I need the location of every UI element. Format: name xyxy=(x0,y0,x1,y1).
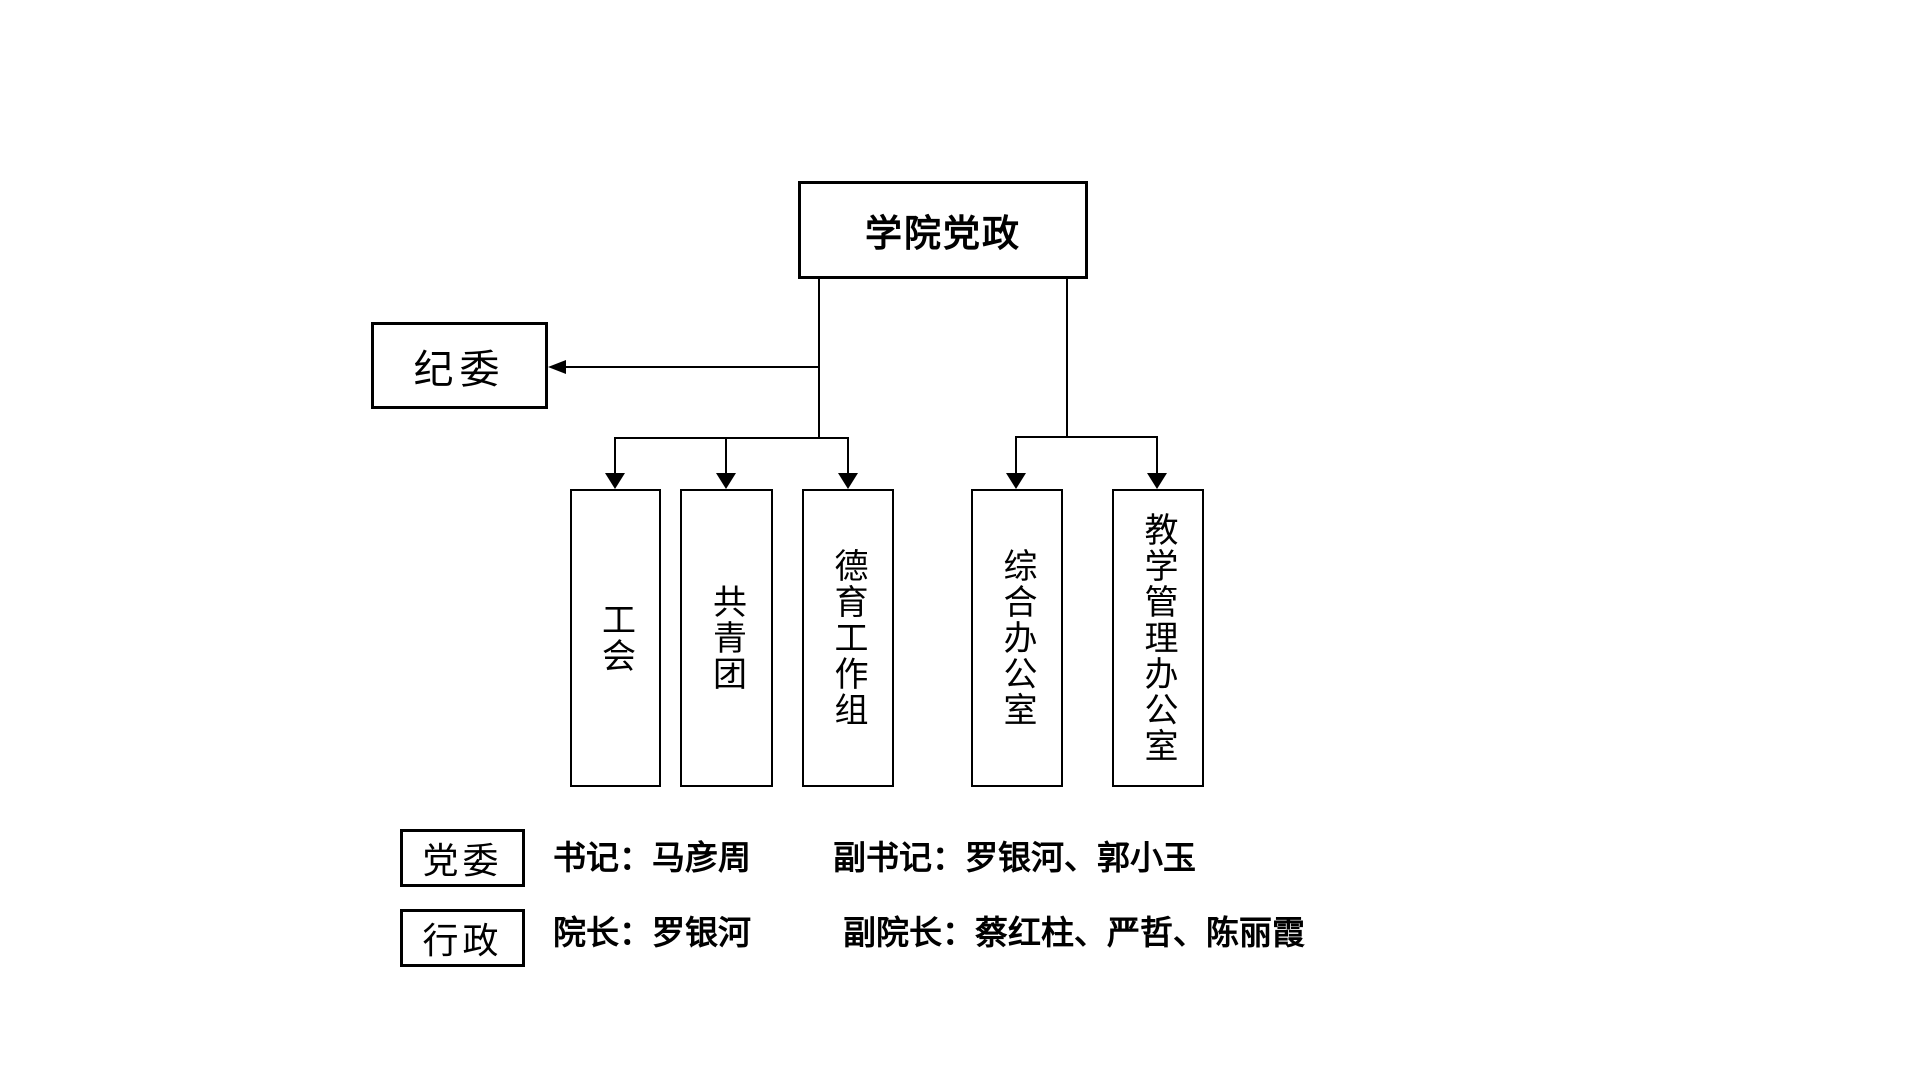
drop-line-5 xyxy=(1156,436,1158,473)
left-branch-connector-line xyxy=(614,437,849,439)
drop-line-1 xyxy=(614,437,616,473)
discipline-node-label: 纪委 xyxy=(413,347,506,392)
root-right-drop-line xyxy=(1066,278,1068,437)
dept-box-labor-union: 工会 xyxy=(570,489,661,787)
drop-line-3 xyxy=(847,437,849,473)
drop-line-2 xyxy=(725,437,727,473)
dept-box-moral-education-group: 德育工作组 xyxy=(802,489,894,787)
party-secretary-text: 书记：马彦周 xyxy=(553,841,751,877)
arrow-down-icon xyxy=(1147,473,1167,489)
root-node-label: 学院党政 xyxy=(865,213,1021,254)
dept-label: 工会 xyxy=(596,602,635,674)
dept-label: 共青团 xyxy=(707,584,746,692)
arrow-left-icon xyxy=(548,360,566,374)
arrow-down-icon xyxy=(716,473,736,489)
legend-label: 行政 xyxy=(422,920,503,961)
root-left-drop-line xyxy=(818,278,820,439)
arrow-down-icon xyxy=(1006,473,1026,489)
arrow-down-icon xyxy=(605,473,625,489)
arrow-down-icon xyxy=(838,473,858,489)
dept-label: 综合办公室 xyxy=(998,548,1036,728)
legend-box-party-committee: 党委 xyxy=(400,829,525,887)
dept-label: 教学管理办公室 xyxy=(1139,512,1177,764)
legend-label: 党委 xyxy=(422,840,503,881)
dept-box-teaching-management-office: 教学管理办公室 xyxy=(1112,489,1204,787)
dean-text: 院长：罗银河 xyxy=(553,916,751,952)
discipline-connector-line xyxy=(565,366,820,368)
legend-box-administration: 行政 xyxy=(400,909,525,967)
deputy-deans-text: 副院长：蔡红柱、严哲、陈丽霞 xyxy=(843,916,1305,952)
drop-line-4 xyxy=(1015,436,1017,473)
right-branch-connector-line xyxy=(1015,436,1158,438)
dept-box-general-office: 综合办公室 xyxy=(971,489,1063,787)
root-node-box: 学院党政 xyxy=(798,181,1088,279)
discipline-node-box: 纪委 xyxy=(371,322,548,409)
dept-box-youth-league: 共青团 xyxy=(680,489,773,787)
party-deputy-secretaries-text: 副书记：罗银河、郭小玉 xyxy=(833,841,1196,877)
dept-label: 德育工作组 xyxy=(829,548,867,728)
